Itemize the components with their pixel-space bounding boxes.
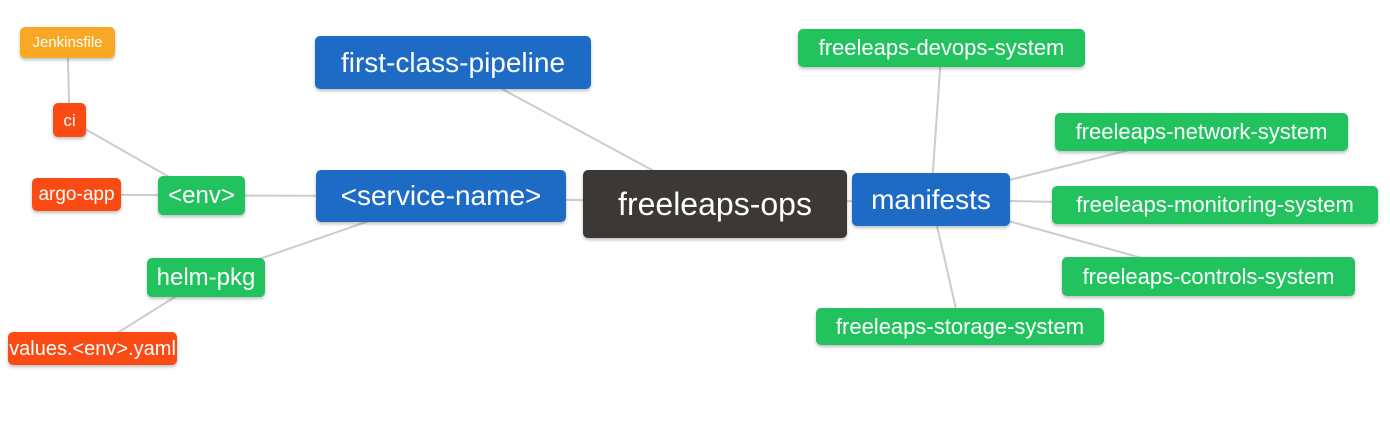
node-label: argo-app	[38, 184, 115, 205]
node-env[interactable]: <env>	[158, 176, 245, 215]
node-jenkinsfile[interactable]: Jenkinsfile	[20, 27, 115, 58]
node-first-class-pipeline[interactable]: first-class-pipeline	[315, 36, 591, 89]
node-label: ci	[63, 110, 76, 130]
node-label: first-class-pipeline	[340, 46, 566, 78]
node-monitoring-system[interactable]: freeleaps-monitoring-system	[1052, 186, 1378, 224]
node-label: <service-name>	[340, 180, 542, 211]
node-freeleaps-ops[interactable]: freeleaps-ops	[583, 170, 847, 238]
node-values-env-yaml[interactable]: values.<env>.yaml	[8, 332, 177, 365]
node-label: Jenkinsfile	[32, 34, 103, 51]
node-ci[interactable]: ci	[53, 103, 86, 137]
node-label: helm-pkg	[156, 263, 256, 291]
node-helm-pkg[interactable]: helm-pkg	[147, 258, 265, 297]
node-devops-system[interactable]: freeleaps-devops-system	[798, 29, 1085, 67]
node-label: manifests	[871, 183, 991, 215]
node-label: freeleaps-network-system	[1075, 119, 1328, 144]
node-controls-system[interactable]: freeleaps-controls-system	[1062, 257, 1355, 296]
node-label: values.<env>.yaml	[9, 337, 176, 360]
node-label: freeleaps-ops	[618, 186, 812, 222]
node-service-name[interactable]: <service-name>	[316, 170, 566, 222]
node-manifests[interactable]: manifests	[852, 173, 1010, 226]
node-label: freeleaps-storage-system	[835, 313, 1085, 339]
node-label: freeleaps-monitoring-system	[1076, 192, 1354, 217]
node-network-system[interactable]: freeleaps-network-system	[1055, 113, 1348, 151]
node-argo-app[interactable]: argo-app	[32, 178, 121, 211]
node-label: freeleaps-devops-system	[818, 35, 1065, 60]
node-storage-system[interactable]: freeleaps-storage-system	[816, 308, 1104, 345]
node-label: <env>	[168, 181, 235, 209]
node-label: freeleaps-controls-system	[1082, 263, 1335, 289]
